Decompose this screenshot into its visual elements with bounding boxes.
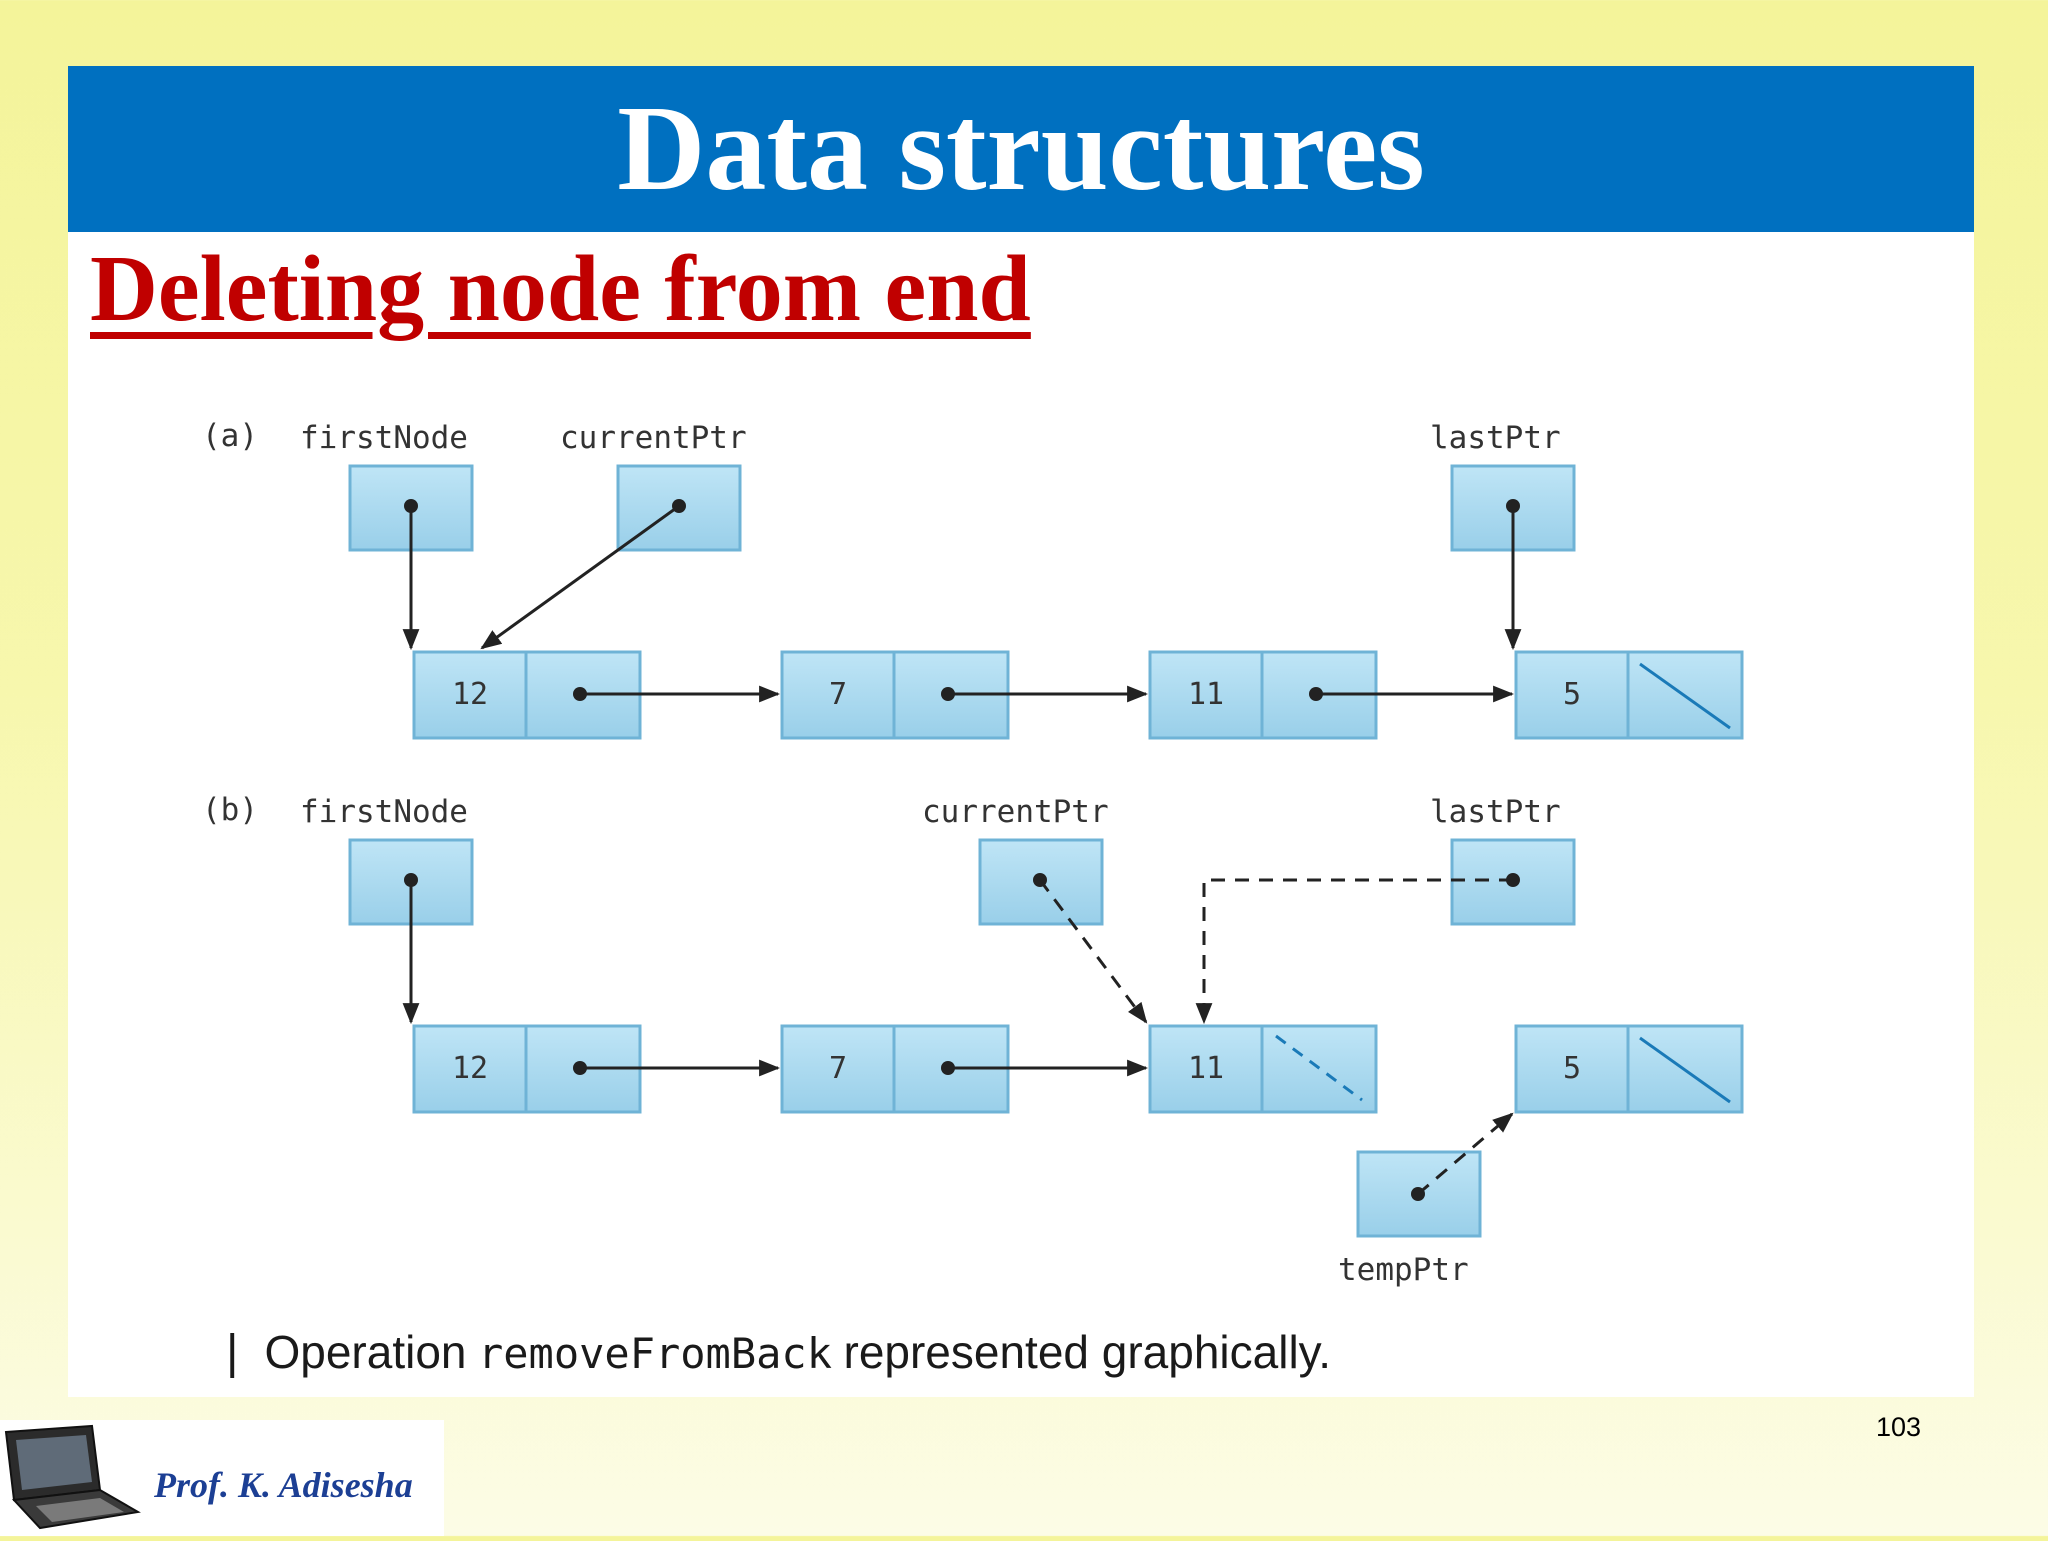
- panel-b-lastptr-box: [1450, 838, 1576, 926]
- slide-subtitle: Deleting node from end: [90, 237, 1031, 341]
- panel-b-node-11: 11: [1148, 1024, 1378, 1114]
- content-panel: [68, 232, 1974, 1397]
- arrow-b-lastptr-dashed: [1195, 878, 1513, 1025]
- caption-prefix: Operation: [264, 1326, 467, 1378]
- null-pointer-slash: [1639, 662, 1731, 730]
- panel-b-tag: (b): [202, 792, 258, 828]
- page-number: 103: [1876, 1412, 1922, 1442]
- panel-a-firstnode-label: firstNode: [300, 420, 468, 456]
- caption-suffix: represented graphically.: [843, 1326, 1332, 1378]
- panel-b-node-5: 5: [1514, 1024, 1744, 1114]
- panel-b-tempptr-label: tempPtr: [1338, 1252, 1469, 1288]
- title-bar: Data structures: [68, 66, 1974, 232]
- panel-b-node-11-value: 11: [1188, 1051, 1224, 1086]
- arrow-b-tempptr-dashed: [1417, 1112, 1514, 1196]
- panel-b-node-5-value: 5: [1563, 1051, 1581, 1086]
- figure-caption: | Operation removeFromBack represented g…: [226, 1322, 1331, 1382]
- laptop-icon: [4, 1424, 141, 1530]
- panel-a-node-5: 5: [1514, 650, 1744, 740]
- panel-a-currentptr-label: currentPtr: [560, 420, 747, 456]
- panel-a-node-5-value: 5: [1563, 677, 1581, 712]
- caption-bar: |: [226, 1325, 239, 1379]
- footer-logo: [0, 1420, 444, 1536]
- panel-a-node-7-value: 7: [829, 677, 847, 712]
- panel-b-firstnode-label: firstNode: [300, 794, 468, 830]
- panel-a-node-11-value: 11: [1188, 677, 1224, 712]
- panel-b-node-7-value: 7: [829, 1051, 847, 1086]
- panel-a-lastptr-label: lastPtr: [1430, 420, 1561, 456]
- caption-code: removeFromBack: [477, 1329, 832, 1378]
- slide-title: Data structures: [617, 81, 1425, 216]
- panel-a-node-7: 7: [780, 650, 1010, 740]
- null-pointer-slash: [1639, 1036, 1731, 1104]
- panel-b-lastptr-label: lastPtr: [1430, 794, 1561, 830]
- footer-author: Prof. K. Adisesha: [154, 1465, 413, 1505]
- caption-text: Operation removeFromBack represented gra…: [264, 1325, 1331, 1379]
- panel-b-node-12-value: 12: [452, 1051, 488, 1086]
- panel-a-node-12-value: 12: [452, 677, 488, 712]
- arrow-b-currentptr-dashed: [1038, 879, 1148, 1024]
- dashed-null-pointer-slash: [1275, 1034, 1363, 1102]
- arrow-a-currentptr: [480, 504, 680, 650]
- panel-a-tag: (a): [202, 418, 258, 454]
- panel-b-currentptr-label: currentPtr: [922, 794, 1109, 830]
- panel-b-currentptr-box: [978, 838, 1104, 926]
